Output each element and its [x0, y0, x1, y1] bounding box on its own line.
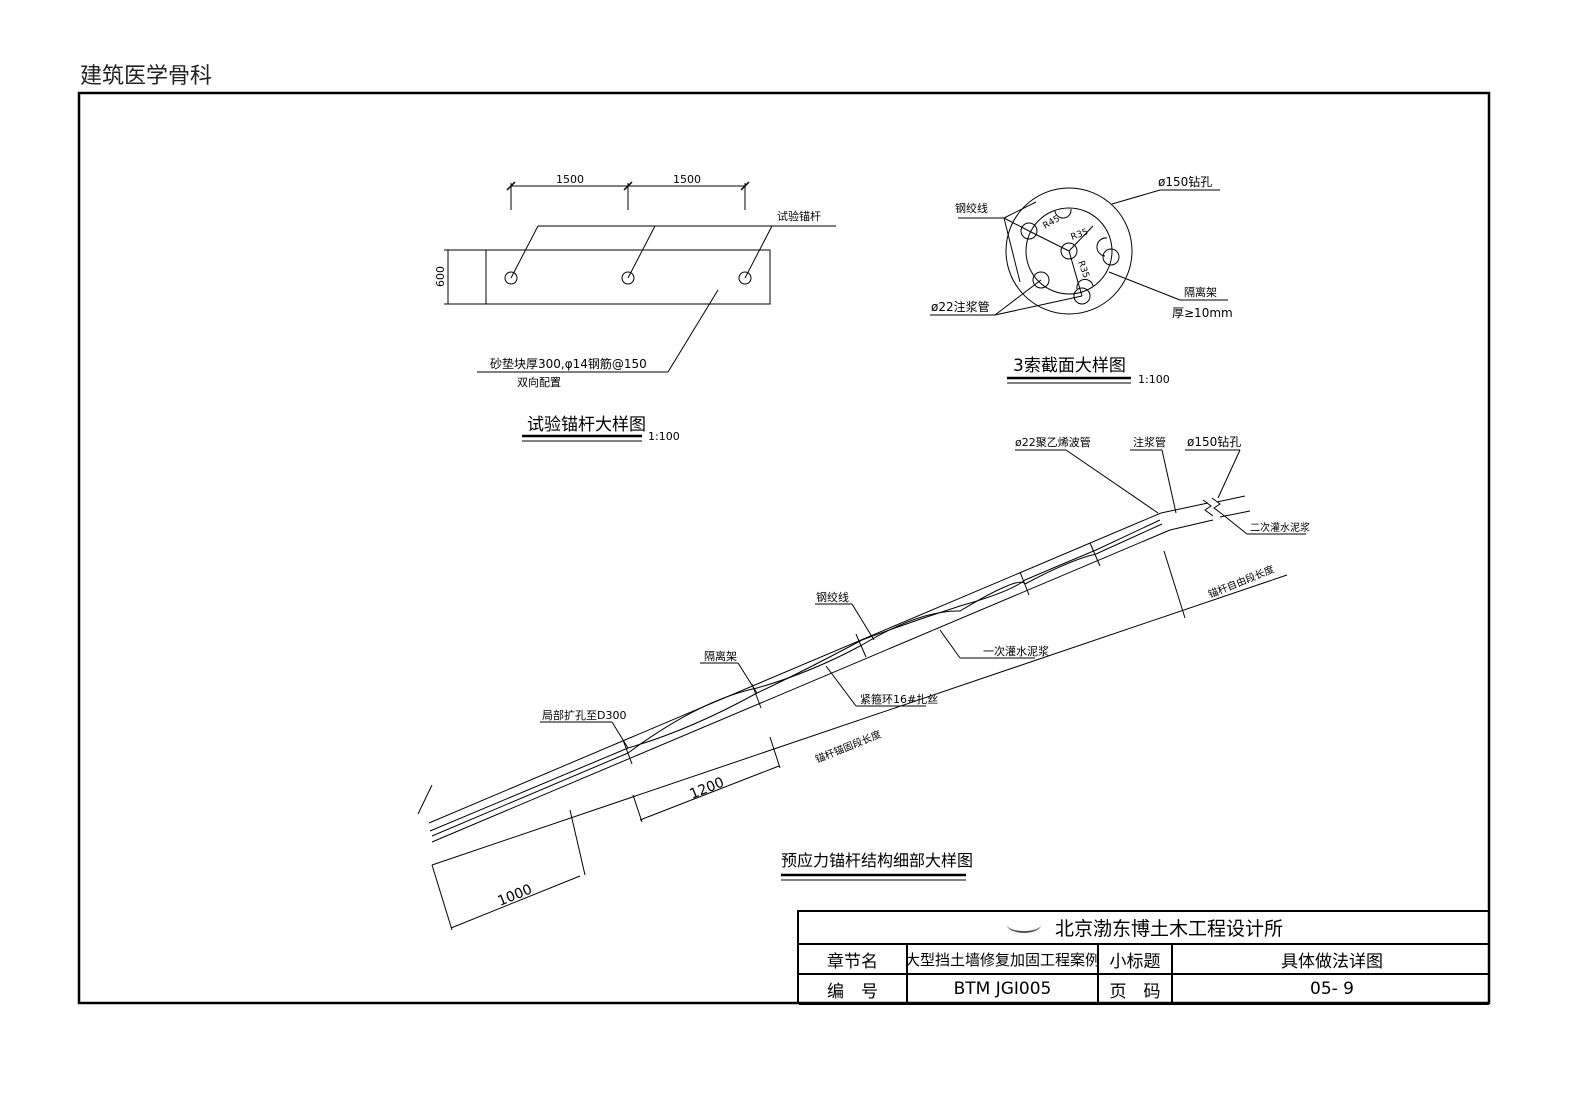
test-dim-right: 1500 — [673, 173, 701, 186]
drawing-frame — [77, 91, 1491, 1005]
detail-title: 预应力锚杆结构细部大样图 — [781, 851, 973, 870]
section-scale: 1:100 — [1138, 373, 1170, 386]
test-dim-left: 1500 — [556, 173, 584, 186]
section-detail — [930, 187, 1228, 384]
test-note-line1: 砂垫块厚300,φ14钢筋@150 — [490, 356, 647, 371]
detail-spacer-label: 隔离架 — [704, 649, 737, 663]
detail-first-grout-label: 一次灌水泥浆 — [983, 644, 1049, 658]
section-thick-label: 厚≥10mm — [1172, 306, 1233, 320]
detail-grout-pipe-label: 注浆管 — [1133, 435, 1166, 449]
test-anchor-detail — [444, 181, 836, 442]
page-label: 页 码 — [1099, 975, 1173, 1003]
anchor-long-detail — [417, 449, 1306, 931]
section-hole-label: ø150钻孔 — [1158, 174, 1212, 189]
detail-hole-label: ø150钻孔 — [1187, 434, 1241, 449]
detail-free-length-label: 锚杆自由段长度 — [1206, 563, 1276, 601]
subtitle-value: 具体做法详图 — [1281, 951, 1383, 972]
detail-anchor-length-label: 锚杆锚固段长度 — [813, 728, 883, 766]
detail-strand-label: 钢绞线 — [816, 590, 849, 604]
detail-dim-1000: 1000 — [496, 882, 535, 910]
section-strand-label: 钢绞线 — [955, 201, 988, 215]
test-anchor-scale: 1:100 — [648, 430, 680, 443]
detail-second-grout-label: 二次灌水泥浆 — [1250, 521, 1310, 534]
section-spacer-label: 隔离架 — [1184, 285, 1217, 299]
section-pipe-label: ø22注浆管 — [931, 299, 990, 314]
firm-cell: 北京渤东博土木工程设计所 — [799, 912, 1491, 943]
firm-logo-icon — [1006, 917, 1041, 933]
header-label: 建筑医学骨科 — [80, 64, 213, 89]
title-block-row-2: 编 号 BTM JGI005 页 码 05- 9 — [799, 975, 1489, 1005]
detail-pvc-label: ø22聚乙烯波管 — [1015, 435, 1091, 449]
section-r35b-label: R35 — [1075, 260, 1090, 280]
detail-ring-label: 紧箍环16#扎丝 — [860, 692, 938, 706]
section-title: 3索截面大样图 — [1013, 356, 1126, 376]
test-anchor-label: 试验锚杆 — [777, 209, 821, 223]
chapter-label: 章节名 — [799, 945, 908, 973]
title-block-row-1: 章节名 大型挡土墙修复加固工程案例 小标题 具体做法详图 — [799, 945, 1489, 975]
detail-dim-1200: 1200 — [688, 775, 727, 803]
test-dim-height: 600 — [434, 266, 447, 287]
number-value: BTM JGI005 — [908, 975, 1099, 1003]
firm-name: 北京渤东博土木工程设计所 — [1054, 918, 1283, 940]
test-note-line2: 双向配置 — [517, 375, 561, 389]
test-anchor-title: 试验锚杆大样图 — [527, 415, 646, 435]
detail-expand-label: 局部扩孔至D300 — [542, 708, 626, 722]
number-label: 编 号 — [799, 975, 908, 1003]
subtitle-label: 小标题 — [1099, 945, 1173, 973]
page-value: 05- 9 — [1310, 979, 1354, 999]
chapter-value: 大型挡土墙修复加固工程案例 — [905, 945, 1100, 973]
title-block: 北京渤东博土木工程设计所 章节名 大型挡土墙修复加固工程案例 小标题 具体做法详… — [797, 910, 1489, 1005]
title-block-firm-row: 北京渤东博土木工程设计所 — [799, 912, 1489, 945]
